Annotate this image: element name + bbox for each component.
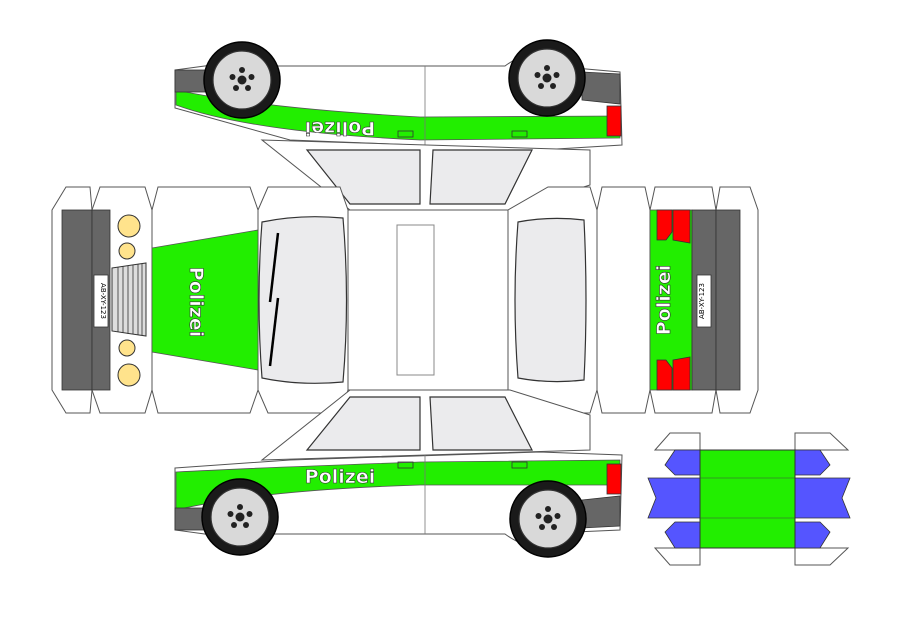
polizei-label-top: Polizei — [305, 117, 375, 139]
base-floor — [699, 449, 796, 549]
window-bottom-right — [429, 396, 533, 451]
tab-left-top — [664, 449, 701, 476]
tab-left-bottom — [664, 521, 701, 549]
rear-bumper — [715, 209, 741, 391]
center-strip: AB-XY-123 Polizei — [51, 186, 759, 414]
rear-plate-text: AB-XY-123 — [698, 283, 706, 319]
bumper-bottom-right — [581, 495, 621, 529]
grille-icon — [111, 262, 147, 337]
headlight-icon — [117, 214, 141, 238]
rear-window — [514, 217, 587, 383]
wheel-icon — [509, 480, 587, 558]
rear-plate — [696, 274, 712, 328]
window-top-right — [429, 149, 533, 205]
base-piece — [647, 432, 851, 566]
tab-right-mid — [794, 477, 851, 519]
wheel-icon — [201, 478, 279, 556]
bumper-top-left — [174, 69, 206, 93]
bumper-top-right — [581, 71, 621, 105]
tab-right-bottom — [794, 521, 831, 549]
headlight-icon — [117, 363, 141, 387]
window-top-left — [305, 149, 421, 205]
front-bumper — [61, 209, 93, 391]
side-panel-top: Polizei — [174, 39, 623, 151]
upper-window-flap — [260, 139, 591, 211]
wiper-right — [268, 297, 280, 367]
headlight-icon — [118, 339, 136, 357]
window-bottom-left — [305, 396, 421, 451]
rear-panel — [691, 209, 717, 391]
front-plate-text: AB-XY-123 — [99, 283, 107, 319]
lower-window-flap — [260, 389, 591, 461]
wheel-icon — [203, 41, 281, 119]
taillight-icon — [606, 463, 622, 495]
windshield — [258, 216, 348, 384]
wiper-left — [268, 232, 280, 303]
roof-panel — [396, 224, 435, 376]
wheel-icon — [508, 39, 586, 117]
headlight-icon — [118, 242, 136, 260]
side-panel-bottom: Polizei — [174, 451, 623, 558]
polizei-label-trunk: Polizei — [653, 265, 675, 335]
polizei-label-bottom: Polizei — [305, 466, 375, 488]
front-plate — [93, 274, 109, 328]
taillight-icon — [606, 105, 622, 137]
tab-right-top — [794, 449, 831, 476]
polizei-label-hood: Polizei — [185, 267, 207, 337]
tab-left-mid — [647, 477, 701, 519]
hood-stripe — [151, 229, 259, 371]
bumper-bottom-left — [174, 507, 206, 531]
